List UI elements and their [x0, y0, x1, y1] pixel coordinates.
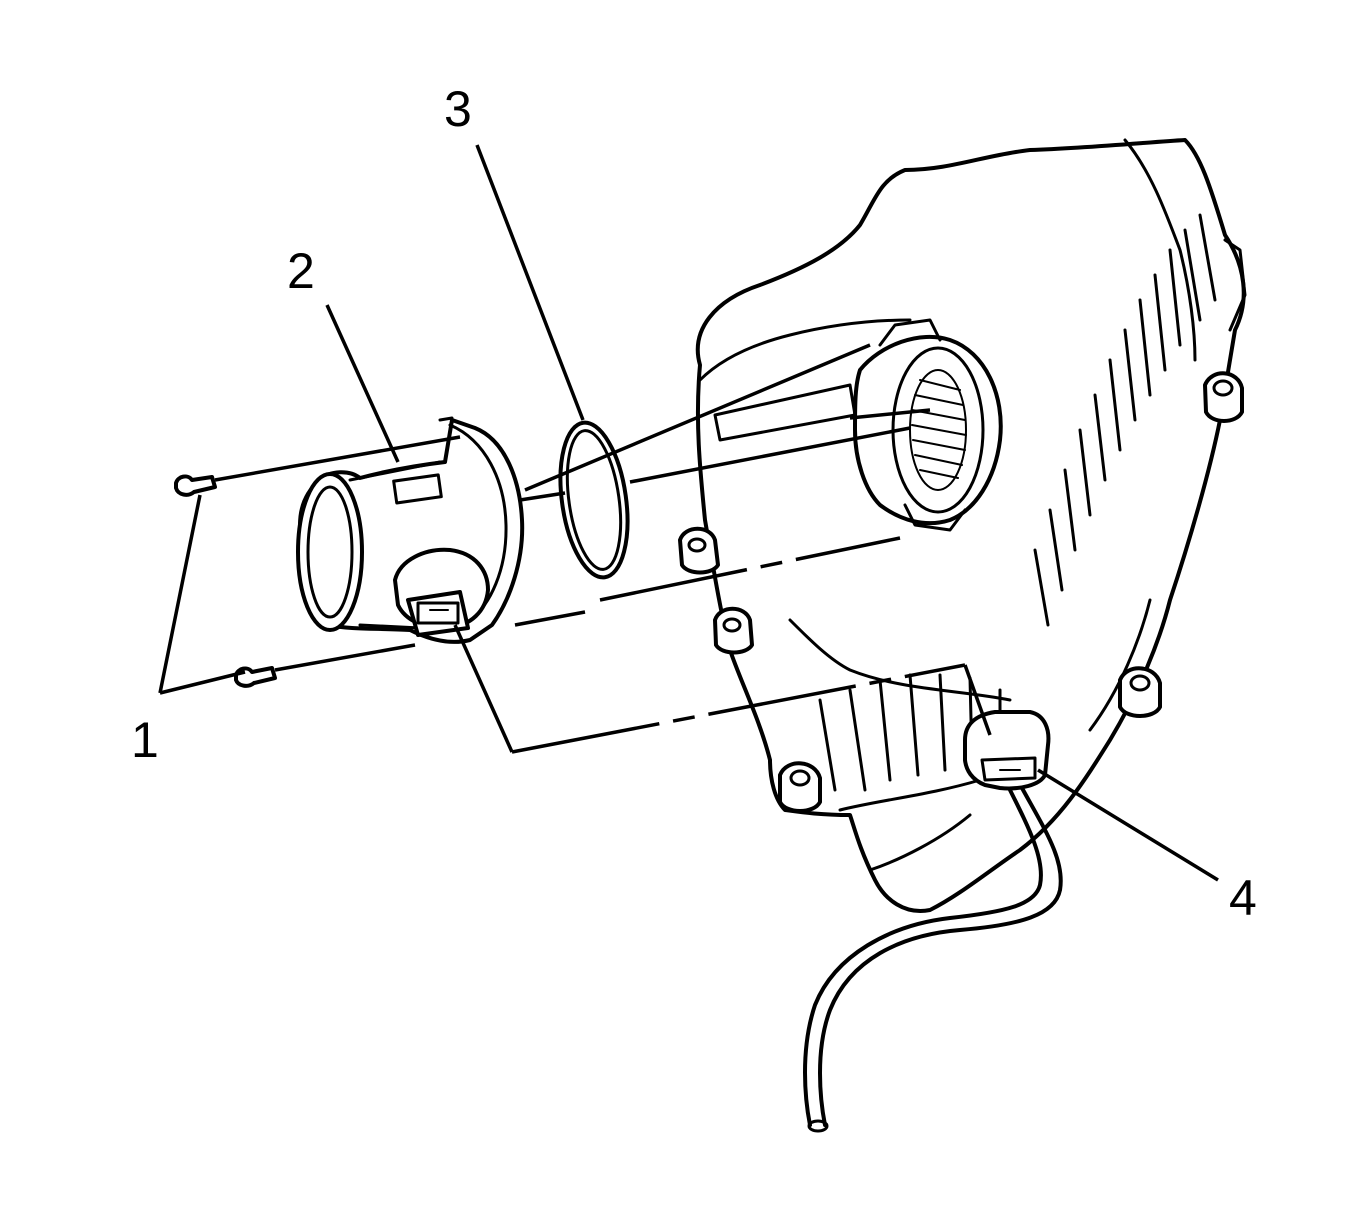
mounting-boss-left [678, 526, 720, 575]
callout-3: 3 [444, 81, 472, 137]
o-ring-seal [558, 420, 630, 580]
mounting-boss-bottom [778, 761, 822, 813]
bolt-upper [174, 474, 217, 497]
callout-1: 1 [131, 712, 159, 768]
harness-connector [963, 710, 1051, 791]
housing-ribs [1033, 213, 1247, 732]
outlet-screen [911, 379, 967, 479]
alignment-lines [214, 343, 992, 754]
mounting-boss-right-bottom [1118, 666, 1162, 718]
mounting-boss-mid [713, 606, 754, 655]
harness-cable [803, 786, 1063, 1133]
mass-air-flow-sensor [296, 416, 525, 644]
callout-4: 4 [1229, 870, 1257, 926]
mounting-boss-right-top [1203, 371, 1244, 423]
air-cleaner-housing [678, 138, 1247, 1133]
callout-leaders [158, 144, 1219, 882]
lower-ribs [788, 618, 1012, 872]
callout-2: 2 [287, 243, 315, 299]
bolt-lower [234, 666, 277, 688]
